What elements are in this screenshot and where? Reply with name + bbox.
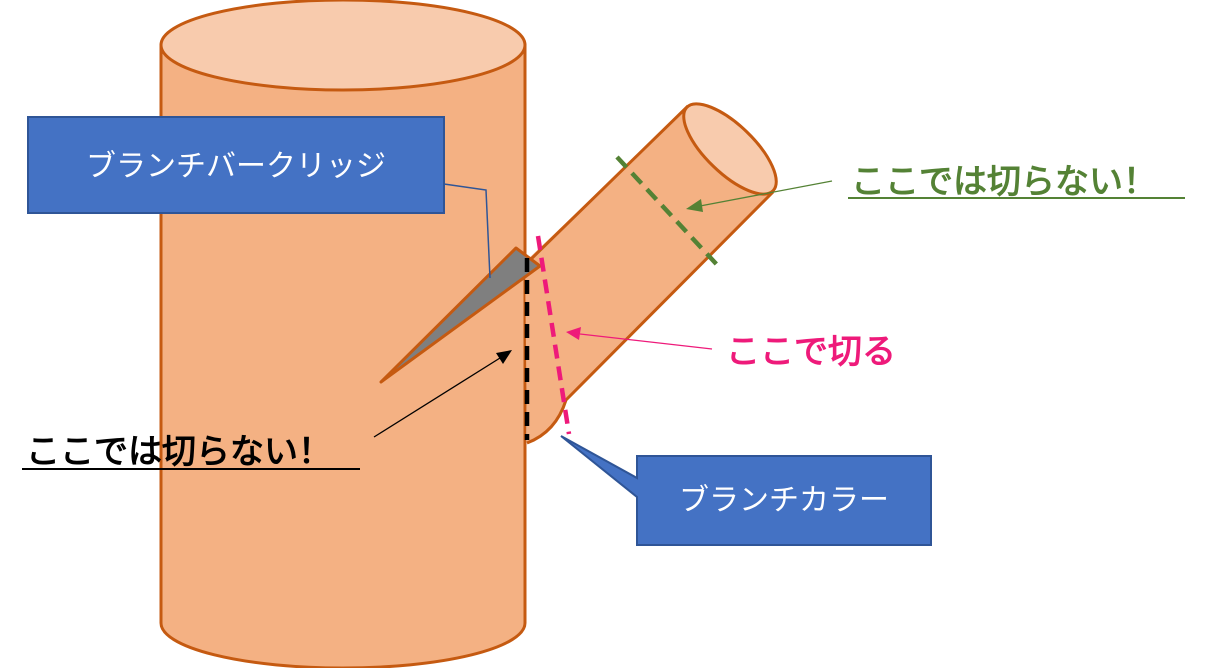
label-cut-here: ここで切る <box>726 332 896 372</box>
branch <box>525 102 778 445</box>
branch-lower-edge <box>526 190 775 445</box>
callout-branch-bark-ridge: ブランチバークリッジ <box>27 116 491 279</box>
branch-body <box>525 106 773 443</box>
branch-end <box>682 102 778 196</box>
callout-leader <box>443 183 491 279</box>
label-no-cut-branch: ここでは切らない！ <box>851 162 1157 202</box>
arrow-cut-here <box>566 327 713 350</box>
label-no-cut-trunk: ここでは切らない！ <box>26 432 332 472</box>
arrow-no-cut-trunk <box>373 350 512 438</box>
label-branch-bark-ridge: ブランチバークリッジ <box>86 149 386 184</box>
trunk-top <box>159 0 527 92</box>
trunk <box>159 0 527 668</box>
bark-ridge <box>379 246 542 384</box>
no-cut-line-branch <box>615 155 722 270</box>
label-branch-collar: ブランチカラー <box>679 483 889 518</box>
cut-here-line <box>535 235 572 435</box>
branch-upper-edge <box>525 104 690 265</box>
callout-branch-collar: ブランチカラー <box>560 435 932 546</box>
arrow-no-cut-branch <box>686 180 833 212</box>
callout-box <box>27 116 445 214</box>
callout-box-with-pointer <box>560 435 932 546</box>
